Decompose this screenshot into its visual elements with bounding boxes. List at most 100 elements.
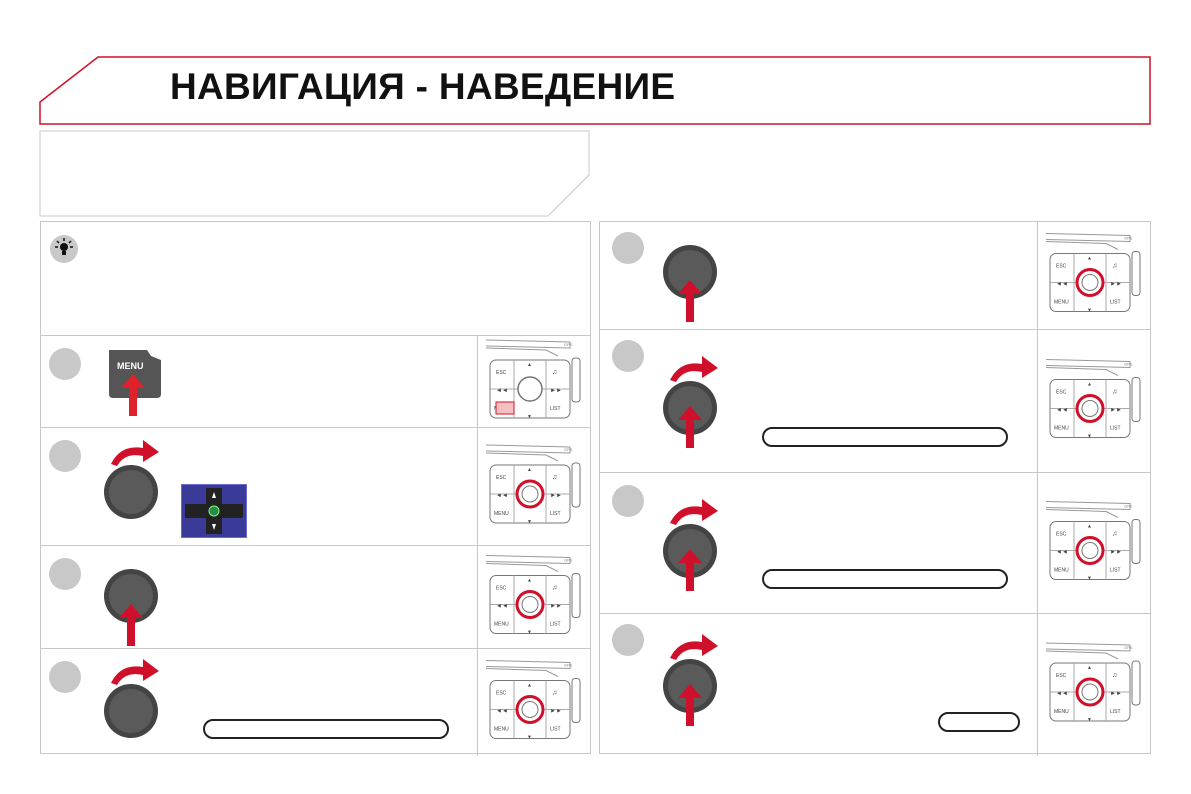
svg-text:MENU: MENU (1054, 426, 1069, 432)
svg-text:GPS: GPS (1124, 504, 1133, 509)
svg-text:▲: ▲ (1087, 382, 1092, 388)
svg-text:▲: ▲ (1087, 524, 1092, 530)
svg-text:ESC: ESC (496, 475, 507, 481)
left-steps-panel: MENU ESC MENU LIST ♫ ◄◄ ►► ▲ ▼ GPS ESC MENU LIST ♫ ◄… (40, 221, 591, 756)
rotary-knob-press[interactable] (99, 558, 169, 648)
svg-text:►►: ►► (1110, 282, 1122, 288)
svg-text:►►: ►► (550, 388, 562, 394)
svg-text:►►: ►► (1110, 691, 1122, 697)
selection-field-small (938, 712, 1020, 732)
navigation-screen-icon (181, 484, 247, 538)
svg-text:MENU: MENU (1054, 300, 1069, 306)
svg-text:MENU: MENU (494, 511, 509, 517)
svg-text:ESC: ESC (496, 691, 507, 697)
svg-text:GPS: GPS (1124, 362, 1133, 367)
svg-text:◄◄: ◄◄ (1056, 550, 1068, 556)
rotary-knob-rotate-press[interactable] (658, 493, 728, 593)
svg-text:►►: ►► (1110, 408, 1122, 414)
rotary-knob-rotate[interactable] (99, 434, 169, 534)
svg-text:GPS: GPS (564, 558, 573, 563)
step-number-circle (49, 348, 81, 380)
svg-text:ESC: ESC (1056, 673, 1067, 679)
svg-text:LIST: LIST (1110, 568, 1121, 574)
svg-text:▲: ▲ (527, 578, 532, 584)
right-steps-panel: ESC MENU LIST ♫ ◄◄ ►► ▲ ▼ GPS ESC MENU LIST ♫ ◄◄ ►► ▲ ▼… (599, 221, 1151, 756)
step-row: ESC MENU LIST ♫ ◄◄ ►► ▲ ▼ GPS (600, 472, 1150, 614)
svg-text:ESC: ESC (1056, 532, 1067, 538)
svg-text:◄◄: ◄◄ (496, 709, 508, 715)
menu-button-label: MENU (117, 361, 144, 371)
svg-text:►►: ►► (1110, 550, 1122, 556)
svg-text:▼: ▼ (527, 630, 532, 636)
step-number-circle (49, 661, 81, 693)
svg-text:▼: ▼ (1087, 434, 1092, 440)
svg-text:GPS: GPS (1124, 236, 1133, 241)
svg-text:▼: ▼ (527, 519, 532, 525)
svg-text:►►: ►► (550, 709, 562, 715)
svg-text:♫: ♫ (552, 474, 557, 481)
svg-text:◄◄: ◄◄ (496, 604, 508, 610)
svg-text:MENU: MENU (1054, 568, 1069, 574)
step-number-circle (612, 624, 644, 656)
rotary-knob-press[interactable] (658, 234, 728, 324)
menu-button[interactable]: MENU (105, 346, 167, 416)
control-panel-thumbnail: ESC MENU LIST ♫ ◄◄ ►► ▲ ▼ GPS (477, 428, 590, 546)
svg-text:▼: ▼ (527, 735, 532, 741)
svg-text:MENU: MENU (1054, 709, 1069, 715)
svg-text:♫: ♫ (1112, 672, 1117, 679)
rotary-knob-rotate-press[interactable] (658, 628, 728, 728)
svg-text:►►: ►► (550, 493, 562, 499)
step-number-circle (612, 485, 644, 517)
svg-text:GPS: GPS (564, 663, 573, 668)
svg-text:▼: ▼ (1087, 576, 1092, 582)
svg-text:▲: ▲ (1087, 256, 1092, 262)
svg-text:GPS: GPS (1124, 645, 1133, 650)
svg-text:ESC: ESC (496, 586, 507, 592)
selection-field (203, 719, 449, 739)
svg-text:LIST: LIST (550, 727, 561, 733)
svg-text:◄◄: ◄◄ (496, 493, 508, 499)
svg-text:◄◄: ◄◄ (1056, 408, 1068, 414)
svg-text:◄◄: ◄◄ (1056, 282, 1068, 288)
svg-text:▲: ▲ (527, 683, 532, 689)
step-number-circle (612, 340, 644, 372)
control-panel-thumbnail: ESC MENU LIST ♫ ◄◄ ►► ▲ ▼ GPS (1037, 473, 1150, 614)
svg-text:▼: ▼ (527, 414, 532, 420)
step-number-circle (49, 558, 81, 590)
svg-text:GPS: GPS (564, 447, 573, 452)
svg-text:▲: ▲ (527, 362, 532, 368)
step-number-circle (612, 232, 644, 264)
selection-field (762, 427, 1008, 447)
svg-text:▼: ▼ (1087, 717, 1092, 723)
svg-text:◄◄: ◄◄ (496, 388, 508, 394)
svg-text:LIST: LIST (550, 511, 561, 517)
svg-text:►►: ►► (550, 604, 562, 610)
svg-text:▲: ▲ (527, 467, 532, 473)
svg-text:LIST: LIST (1110, 426, 1121, 432)
selection-field (762, 569, 1008, 589)
rotary-knob-rotate[interactable] (99, 653, 169, 753)
rotary-knob-rotate-press[interactable] (658, 350, 728, 450)
svg-text:♫: ♫ (1112, 531, 1117, 538)
svg-text:LIST: LIST (1110, 709, 1121, 715)
step-number-circle (49, 440, 81, 472)
svg-text:MENU: MENU (494, 622, 509, 628)
page-title: НАВИГАЦИЯ - НАВЕДЕНИЕ (170, 66, 676, 107)
svg-text:ESC: ESC (1056, 390, 1067, 396)
svg-text:MENU: MENU (494, 727, 509, 733)
svg-text:GPS: GPS (564, 342, 573, 347)
svg-text:ESC: ESC (1056, 264, 1067, 270)
svg-text:LIST: LIST (1110, 300, 1121, 306)
svg-text:ESC: ESC (496, 370, 507, 376)
step-row: ESC MENU LIST ♫ ◄◄ ►► ▲ ▼ GPS (41, 427, 590, 546)
